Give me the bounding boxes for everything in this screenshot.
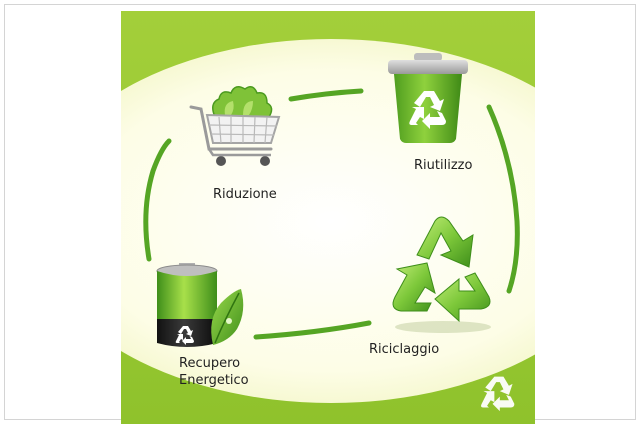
step-label-riutilizzo: Riutilizzo (414, 158, 473, 173)
image-frame: Riutilizzo Riduzione (4, 4, 636, 424)
shopping-cart-icon (189, 86, 281, 166)
arc-riduzione-riutilizzo (288, 88, 364, 102)
recycling-cycle-diagram: Riutilizzo Riduzione (121, 11, 535, 424)
recycle-bin-icon (388, 53, 468, 143)
cycle-arrows (143, 88, 520, 340)
battery-leaf-icon (156, 263, 244, 347)
arc-recupero-riduzione (143, 138, 172, 262)
recycle-logo-icon (481, 376, 515, 412)
step-label-riciclaggio: Riciclaggio (369, 342, 440, 357)
arc-riutilizzo-riciclaggio (486, 104, 520, 294)
recycle-arrows-icon (392, 216, 491, 333)
step-label-riduzione: Riduzione (213, 187, 277, 202)
arc-riciclaggio-recupero (253, 320, 372, 340)
step-label-recupero-energetico: Recupero Energetico (179, 356, 249, 388)
